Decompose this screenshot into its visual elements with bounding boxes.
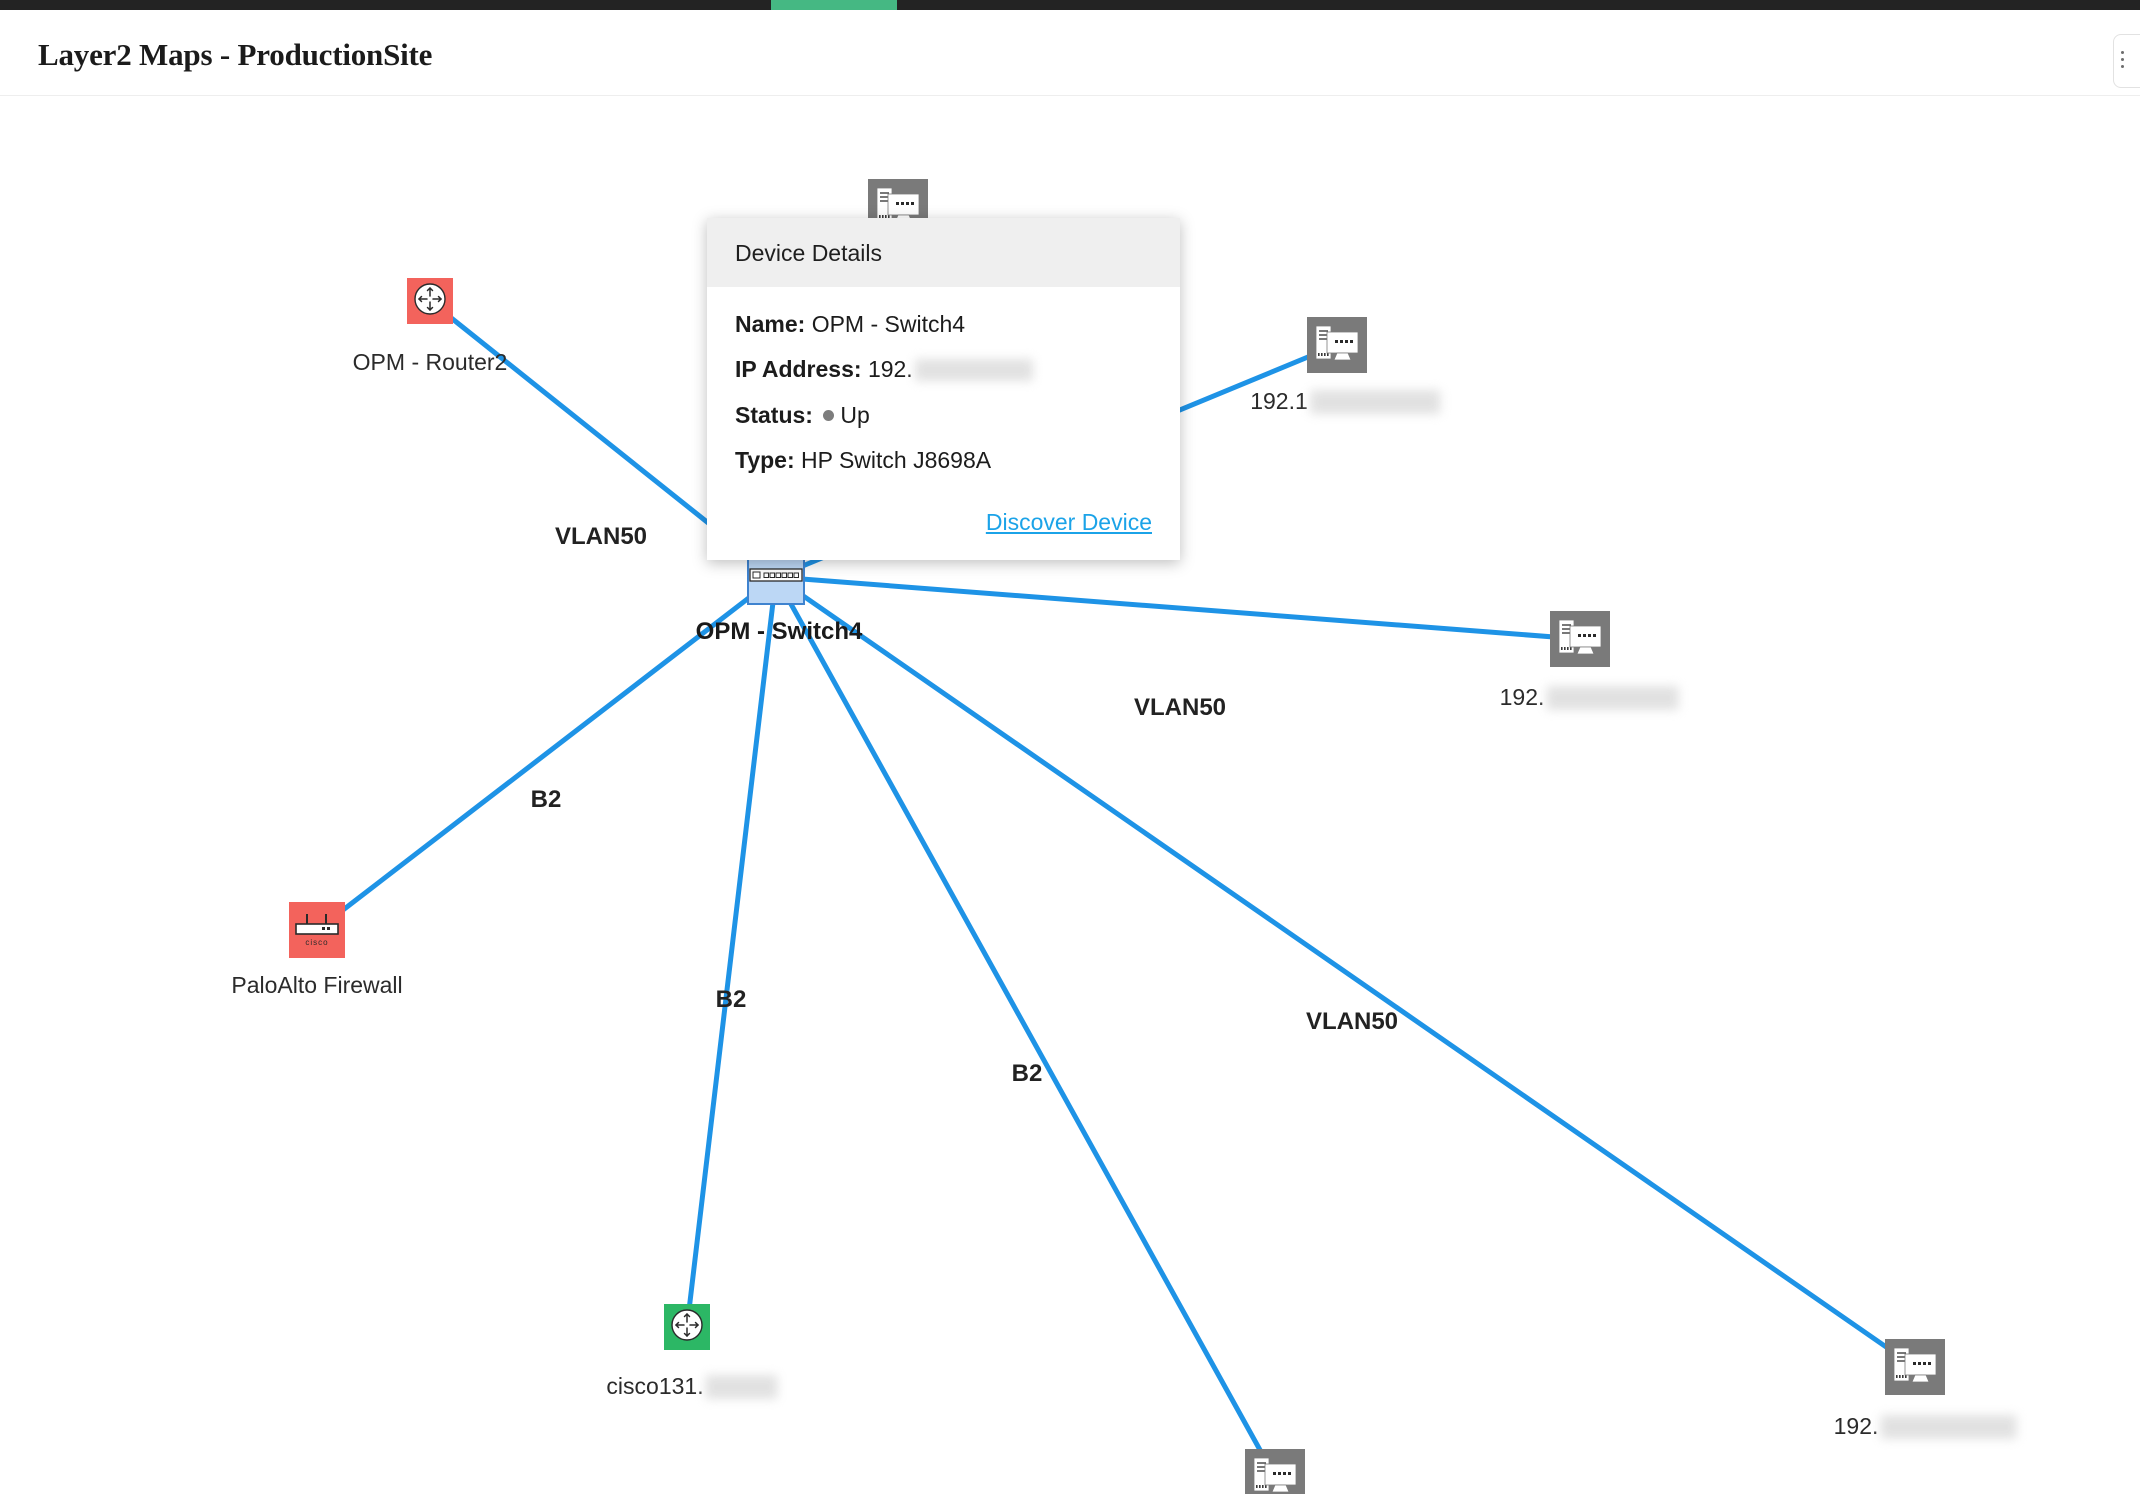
svg-text:cisco: cisco: [305, 938, 328, 947]
node-label-text: PaloAlto Firewall: [231, 972, 403, 998]
topology-edge-e-cisco131[interactable]: [684, 574, 779, 1330]
node-label-workstation-bottom-right: 192.: [1834, 1413, 2017, 1440]
vertical-dots-icon: [2121, 51, 2125, 72]
node-label-cisco131: cisco131.: [606, 1373, 778, 1400]
node-router2[interactable]: [407, 278, 453, 324]
node-workstation-bottom-right[interactable]: [1885, 1339, 1945, 1395]
device-detail-name: Name: OPM - Switch4: [735, 311, 1152, 337]
device-details-title: Device Details: [707, 218, 1180, 287]
node-label-text: 192.: [1499, 684, 1545, 710]
redacted-label-block: [1309, 389, 1440, 414]
device-type-value: HP Switch J8698A: [801, 447, 992, 474]
router-icon: [670, 1308, 704, 1347]
edge-label-e-wsright: VLAN50: [1133, 694, 1227, 721]
workstation-icon: [1313, 322, 1361, 369]
redacted-label-block: [705, 1374, 778, 1399]
topology-edge-e-wsright[interactable]: [773, 574, 1583, 642]
status-dot-icon: [823, 409, 835, 421]
page-header: Layer2 Maps - ProductionSite: [0, 10, 2140, 96]
corner-menu-button[interactable]: [2113, 34, 2140, 88]
discover-device-link[interactable]: Discover Device: [985, 508, 1152, 535]
edge-label-e-wsbottom: B2: [1011, 1060, 1043, 1087]
edge-label-e-cisco131: B2: [715, 986, 747, 1013]
node-label-workstation-upper-right: 192.1: [1250, 388, 1440, 415]
edge-label-e-router2: VLAN50: [554, 523, 648, 550]
node-label-text: OPM - Switch4: [695, 618, 863, 645]
redacted-label-block: [1546, 685, 1679, 710]
device-details-popup[interactable]: Device Details Name: OPM - Switch4 IP Ad…: [707, 218, 1180, 560]
router-icon: [413, 282, 447, 321]
topology-edge-e-wsbotright[interactable]: [773, 574, 1918, 1370]
device-name-value: OPM - Switch4: [811, 311, 966, 337]
device-detail-ip: IP Address: 192.: [735, 356, 1152, 382]
node-label-switch4: OPM - Switch4: [696, 618, 863, 646]
active-tab-accent: [771, 0, 897, 10]
topology-edges: [314, 204, 1918, 1480]
firewall-icon: cisco: [292, 906, 342, 955]
workstation-icon: [1556, 616, 1604, 663]
topology-edge-e-firewall[interactable]: [314, 574, 779, 933]
edge-label-e-wsbotright: VLAN50: [1305, 1008, 1399, 1035]
redacted-label-block: [1880, 1414, 2017, 1439]
node-label-firewall: PaloAlto Firewall: [231, 972, 402, 999]
node-workstation-bottom[interactable]: [1245, 1449, 1305, 1494]
device-name-key: Name:: [735, 311, 806, 337]
node-label-text: 192.1: [1250, 388, 1308, 414]
device-type-key: Type:: [735, 447, 795, 474]
device-ip-key: IP Address:: [735, 356, 862, 383]
node-label-text: OPM - Router2: [352, 349, 508, 375]
redacted-ip-block: [914, 359, 1033, 382]
workstation-icon: [1891, 1344, 1939, 1391]
device-detail-type: Type: HP Switch J8698A: [735, 447, 1152, 473]
node-label-text: 192.: [1833, 1413, 1879, 1439]
node-label-router2: OPM - Router2: [353, 349, 508, 376]
page-title: Layer2 Maps - ProductionSite: [38, 37, 433, 72]
node-workstation-upper-right[interactable]: [1307, 317, 1367, 373]
device-status-value: Up: [840, 401, 870, 428]
node-cisco131[interactable]: [664, 1304, 710, 1350]
node-firewall[interactable]: cisco: [289, 902, 345, 958]
window-chrome-bar: [0, 0, 2140, 10]
device-details-body: Name: OPM - Switch4 IP Address: 192. Sta…: [707, 287, 1180, 507]
node-label-text: cisco131.: [606, 1373, 704, 1399]
node-label-workstation-right: 192.: [1500, 684, 1679, 711]
workstation-icon: [1251, 1454, 1299, 1494]
device-status-key: Status:: [735, 401, 813, 428]
device-detail-status: Status: Up: [735, 402, 1152, 428]
switch-icon: [749, 566, 803, 589]
device-ip-value: 192.: [867, 356, 913, 383]
topology-edge-e-wsbottom[interactable]: [773, 574, 1278, 1480]
edge-label-e-firewall: B2: [530, 786, 562, 813]
node-workstation-right[interactable]: [1550, 611, 1610, 667]
device-details-actions: Discover Device: [707, 507, 1180, 560]
